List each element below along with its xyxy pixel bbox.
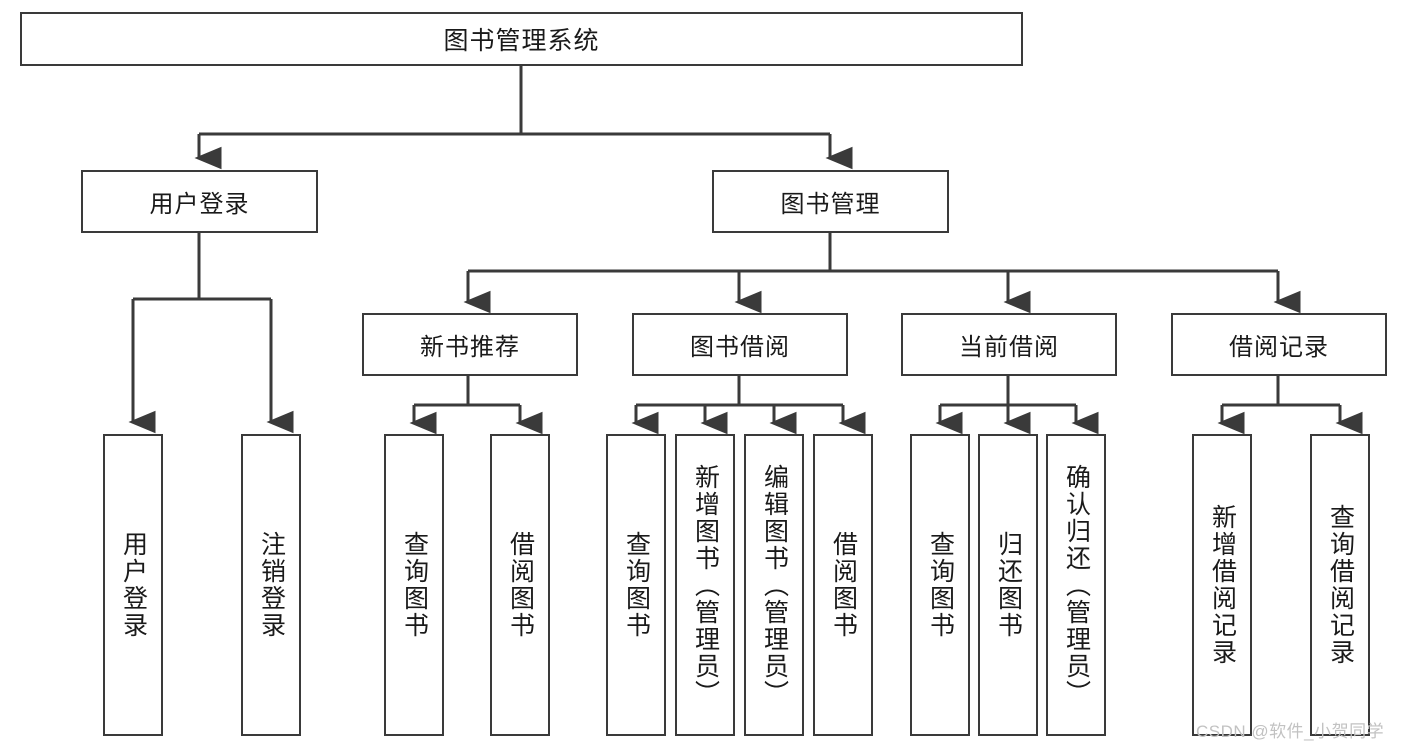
node-leaf-borrow-book-1[interactable]: 借阅图书 (490, 434, 550, 736)
node-leaf-query-book-2[interactable]: 查询图书 (606, 434, 666, 736)
node-leaf-query-book-2-label: 查询图书 (622, 531, 651, 639)
node-leaf-edit-book[interactable]: 编辑图书（管理员） (744, 434, 804, 736)
node-user-login-label: 用户登录 (149, 191, 250, 218)
node-leaf-return-book[interactable]: 归还图书 (978, 434, 1038, 736)
node-leaf-query-record-label: 查询借阅记录 (1326, 504, 1355, 666)
node-leaf-query-book-1-label: 查询图书 (400, 531, 429, 639)
node-root[interactable]: 图书管理系统 (20, 12, 1023, 66)
node-new-book-recommend[interactable]: 新书推荐 (362, 313, 578, 376)
node-leaf-return-book-label: 归还图书 (994, 531, 1023, 639)
node-leaf-edit-book-label: 编辑图书（管理员） (760, 463, 789, 707)
node-book-borrow-label: 图书借阅 (690, 334, 790, 361)
node-leaf-logout-label: 注销登录 (257, 531, 286, 639)
node-leaf-query-book-1[interactable]: 查询图书 (384, 434, 444, 736)
node-leaf-borrow-book-2-label: 借阅图书 (829, 531, 858, 639)
node-leaf-confirm-return-label: 确认归还（管理员） (1062, 463, 1091, 707)
node-leaf-user-login[interactable]: 用户登录 (103, 434, 163, 736)
node-leaf-add-book-label: 新增图书（管理员） (691, 463, 720, 707)
node-user-login[interactable]: 用户登录 (81, 170, 318, 233)
node-new-book-recommend-label: 新书推荐 (420, 334, 520, 361)
node-borrow-record-label: 借阅记录 (1229, 334, 1329, 361)
node-leaf-borrow-book-2[interactable]: 借阅图书 (813, 434, 873, 736)
node-leaf-add-record[interactable]: 新增借阅记录 (1192, 434, 1252, 736)
node-leaf-query-record[interactable]: 查询借阅记录 (1310, 434, 1370, 736)
node-leaf-logout[interactable]: 注销登录 (241, 434, 301, 736)
watermark: CSDN @软件_小贺同学 (1196, 722, 1385, 741)
node-leaf-borrow-book-1-label: 借阅图书 (506, 531, 535, 639)
node-current-borrow[interactable]: 当前借阅 (901, 313, 1117, 376)
node-book-manage-label: 图书管理 (780, 191, 881, 218)
node-borrow-record[interactable]: 借阅记录 (1171, 313, 1387, 376)
node-leaf-confirm-return[interactable]: 确认归还（管理员） (1046, 434, 1106, 736)
node-leaf-query-book-3-label: 查询图书 (926, 531, 955, 639)
node-leaf-add-book[interactable]: 新增图书（管理员） (675, 434, 735, 736)
node-book-manage[interactable]: 图书管理 (712, 170, 949, 233)
node-leaf-user-login-label: 用户登录 (119, 531, 148, 639)
node-book-borrow[interactable]: 图书借阅 (632, 313, 848, 376)
node-leaf-query-book-3[interactable]: 查询图书 (910, 434, 970, 736)
node-root-label: 图书管理系统 (443, 27, 600, 55)
node-leaf-add-record-label: 新增借阅记录 (1208, 504, 1237, 666)
node-current-borrow-label: 当前借阅 (959, 334, 1059, 361)
